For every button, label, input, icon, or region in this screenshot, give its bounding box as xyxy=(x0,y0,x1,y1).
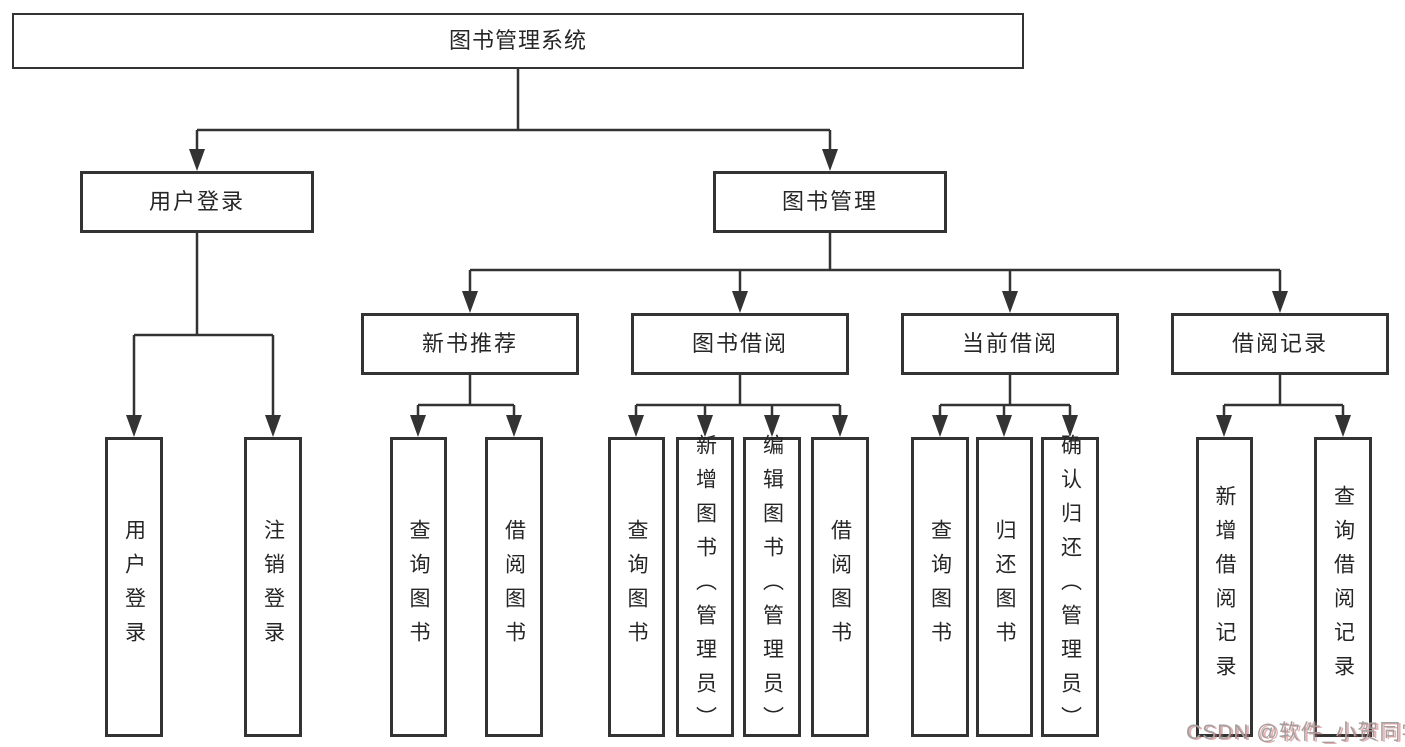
node-book-borrowing: 图书借阅 xyxy=(631,313,849,375)
node-label: 借阅图书 xyxy=(828,519,852,655)
node-label: 借阅图书 xyxy=(502,519,526,655)
node-label: 归还图书 xyxy=(993,519,1016,655)
node-label: 用户登录 xyxy=(122,519,146,655)
node-label: 当前借阅 xyxy=(961,331,1058,356)
node-label: 查询图书 xyxy=(928,519,952,655)
node-label: 查询借阅记录 xyxy=(1331,485,1355,689)
leaf-query-borrow-record: 查询借阅记录 xyxy=(1314,437,1372,737)
node-library-management-system: 图书管理系统 xyxy=(12,13,1024,69)
arrowhead-icons xyxy=(126,149,1351,437)
node-label: 图书借阅 xyxy=(691,331,788,356)
tree-edges xyxy=(132,69,1345,419)
leaf-borrow-books-recommend: 借阅图书 xyxy=(485,437,543,737)
node-book-management: 图书管理 xyxy=(713,171,947,233)
leaf-confirm-return-admin: 确认归还（管理员） xyxy=(1041,434,1099,740)
leaf-query-books-borrowing: 查询图书 xyxy=(608,437,665,737)
leaf-return-books: 归还图书 xyxy=(976,437,1033,737)
leaf-add-books-admin: 新增图书（管理员） xyxy=(676,434,734,740)
leaf-borrow-books-borrowing: 借阅图书 xyxy=(811,437,869,737)
leaf-add-borrow-record: 新增借阅记录 xyxy=(1196,437,1253,737)
leaf-edit-books-admin: 编辑图书（管理员） xyxy=(743,434,801,740)
leaf-query-books-recommend: 查询图书 xyxy=(390,437,447,737)
node-label: 图书管理 xyxy=(781,189,878,214)
node-label: 新书推荐 xyxy=(421,331,518,356)
node-label: 查询图书 xyxy=(625,519,648,655)
node-label: 新增借阅记录 xyxy=(1213,485,1236,689)
node-user-login: 用户登录 xyxy=(80,171,314,233)
csdn-watermark: CSDN @软件_小贺同学 xyxy=(1186,721,1405,744)
node-label: 确认归还（管理员） xyxy=(1058,434,1082,740)
node-label: 编辑图书（管理员） xyxy=(760,434,784,740)
node-label: 用户登录 xyxy=(148,189,245,214)
node-label: 注销登录 xyxy=(261,519,285,655)
node-current-borrowing: 当前借阅 xyxy=(901,313,1119,375)
leaf-logout: 注销登录 xyxy=(244,437,302,737)
leaf-query-books-current: 查询图书 xyxy=(911,437,969,737)
node-borrowing-records: 借阅记录 xyxy=(1171,313,1389,375)
node-label: 图书管理系统 xyxy=(448,28,587,53)
node-label: 借阅记录 xyxy=(1231,331,1328,356)
leaf-user-login: 用户登录 xyxy=(105,437,163,737)
node-label: 查询图书 xyxy=(407,519,430,655)
node-new-book-recommendation: 新书推荐 xyxy=(361,313,579,375)
node-label: 新增图书（管理员） xyxy=(693,434,717,740)
